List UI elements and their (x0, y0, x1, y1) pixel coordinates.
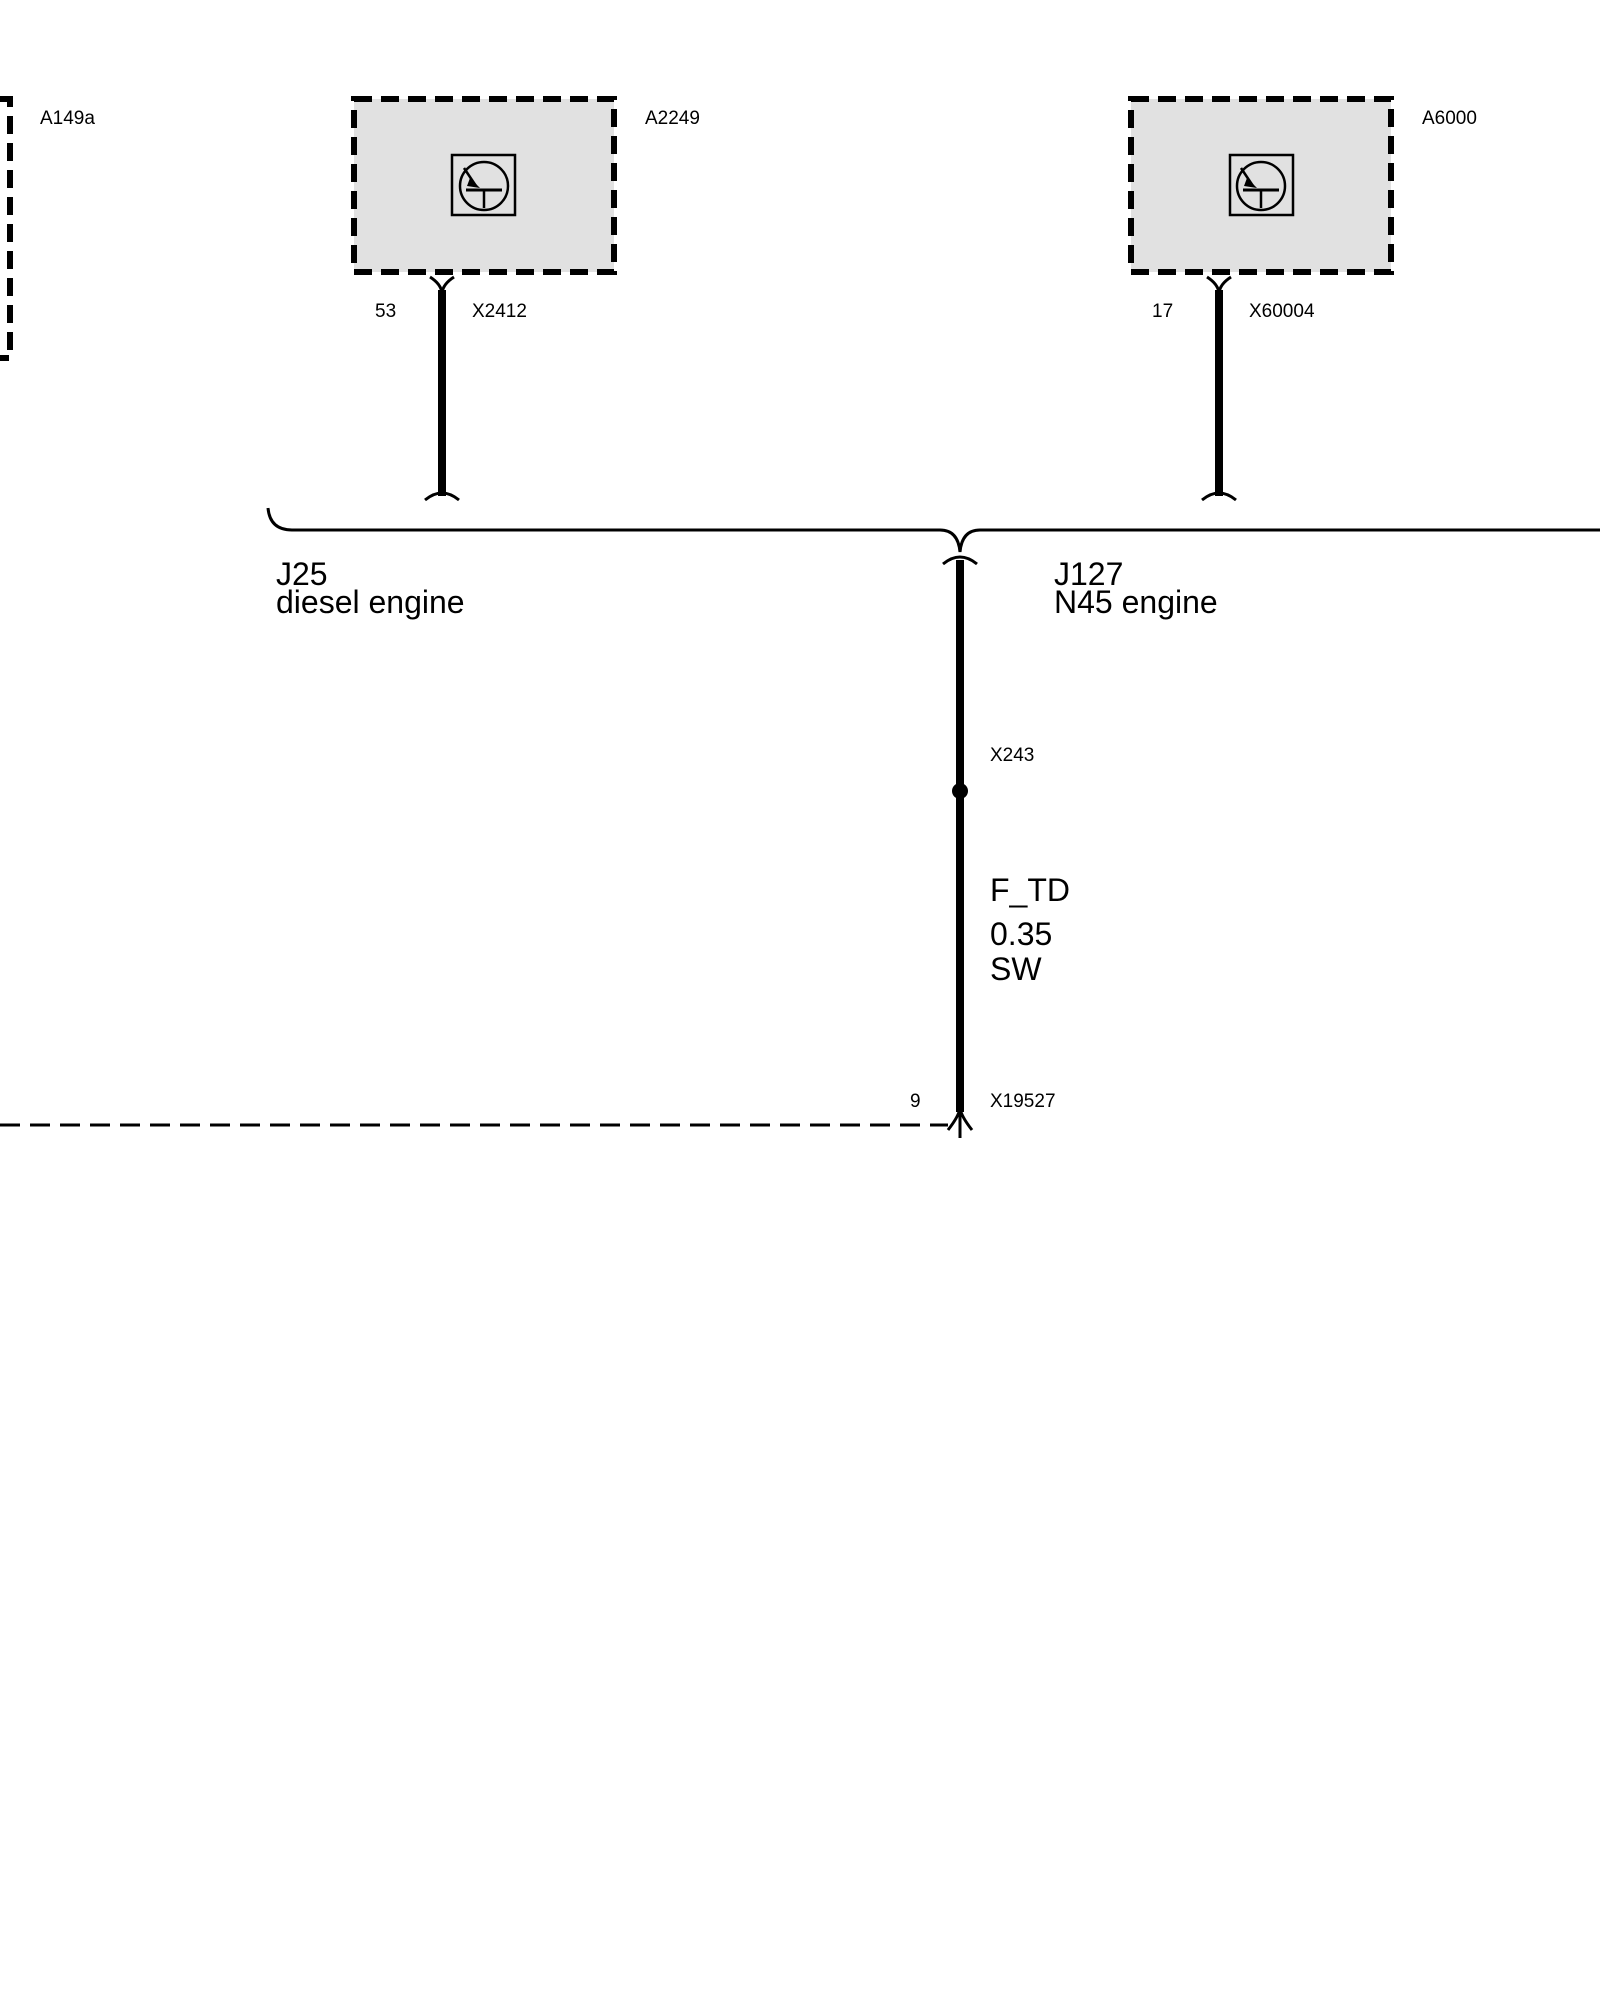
module-a2249-label: A2249 (645, 108, 700, 129)
transistor-icon (450, 153, 517, 217)
module-a2249[interactable] (351, 96, 617, 275)
variant-j127-code: J127 (1054, 556, 1123, 592)
bottom-connector-label: X19527 (990, 1091, 1056, 1112)
variant-j25-description: diesel engine (276, 584, 465, 620)
a2249-pin-label: 53 (375, 301, 396, 322)
variant-j127-description: N45 engine (1054, 584, 1218, 620)
variant-j25-code: J25 (276, 556, 328, 592)
wire-a2249[interactable] (424, 275, 460, 502)
module-a6000-label: A6000 (1422, 108, 1477, 129)
bottom-pin-label: 9 (910, 1091, 921, 1112)
module-a149a[interactable] (0, 96, 13, 361)
module-a6000[interactable] (1128, 96, 1394, 275)
splice-dot (952, 783, 968, 799)
variant-brace (266, 507, 1600, 553)
a2249-connector-label: X2412 (472, 301, 527, 322)
transistor-icon (1228, 153, 1295, 217)
a6000-pin-label: 17 (1152, 301, 1173, 322)
bottom-connector[interactable] (946, 1107, 974, 1138)
module-a149a-label: A149a (40, 108, 95, 129)
splice-connector-label: X243 (990, 745, 1034, 766)
a6000-connector-label: X60004 (1249, 301, 1315, 322)
wire-signal-label: F_TD (990, 872, 1070, 908)
main-wire[interactable] (942, 555, 978, 1112)
wire-cross-section-label: 0.35 (990, 916, 1052, 952)
wire-a6000[interactable] (1201, 275, 1237, 502)
wire-color-label: SW (990, 951, 1042, 987)
